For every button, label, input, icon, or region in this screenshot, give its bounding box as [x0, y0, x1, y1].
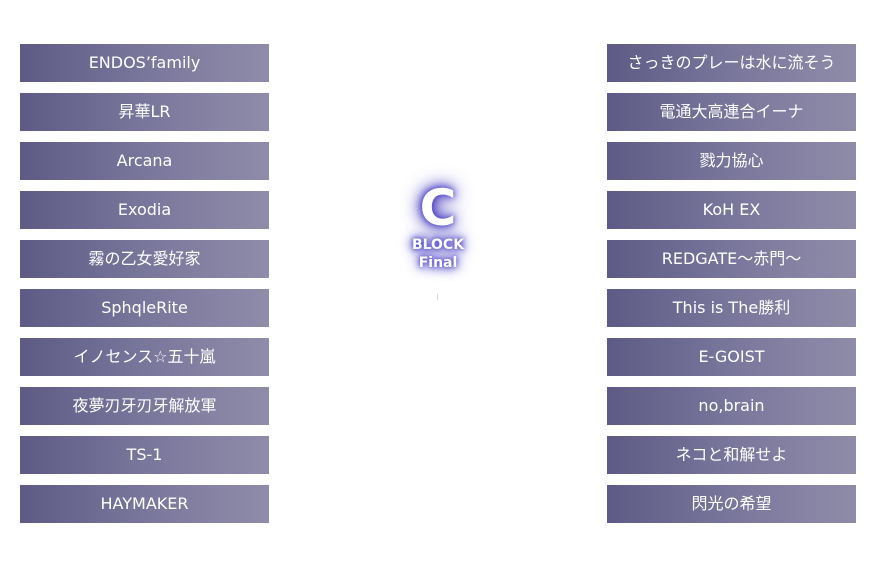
right-team-column: さっきのプレーは水に流そう 電通大高連合イーナ 戮力協心 KoH EX REDG…	[607, 44, 856, 534]
team-slot[interactable]: 戮力協心	[607, 142, 856, 180]
block-letter: C	[419, 179, 457, 237]
team-slot[interactable]: 霧の乙女愛好家	[20, 240, 269, 278]
team-slot[interactable]: 電通大高連合イーナ	[607, 93, 856, 131]
left-team-column: ENDOS’family 昇華LR Arcana Exodia 霧の乙女愛好家 …	[20, 44, 269, 534]
team-slot[interactable]: Arcana	[20, 142, 269, 180]
team-slot[interactable]: SphqleRite	[20, 289, 269, 327]
block-emblem: C BLOCK Final	[398, 180, 478, 272]
block-word: BLOCK	[411, 237, 465, 253]
block-stage: Final	[418, 255, 458, 271]
team-slot[interactable]: ネコと和解せよ	[607, 436, 856, 474]
team-slot[interactable]: 夜夢刃牙刃牙解放軍	[20, 387, 269, 425]
team-slot[interactable]: Exodia	[20, 191, 269, 229]
team-slot[interactable]: This is The勝利	[607, 289, 856, 327]
bracket-tick	[437, 294, 438, 300]
team-slot[interactable]: KoH EX	[607, 191, 856, 229]
team-slot[interactable]: 昇華LR	[20, 93, 269, 131]
team-slot[interactable]: ENDOS’family	[20, 44, 269, 82]
team-slot[interactable]: REDGATE～赤門～	[607, 240, 856, 278]
team-slot[interactable]: さっきのプレーは水に流そう	[607, 44, 856, 82]
team-slot[interactable]: イノセンス☆五十嵐	[20, 338, 269, 376]
team-slot[interactable]: 閃光の希望	[607, 485, 856, 523]
team-slot[interactable]: HAYMAKER	[20, 485, 269, 523]
team-slot[interactable]: E-GOIST	[607, 338, 856, 376]
team-slot[interactable]: TS-1	[20, 436, 269, 474]
team-slot[interactable]: no,brain	[607, 387, 856, 425]
